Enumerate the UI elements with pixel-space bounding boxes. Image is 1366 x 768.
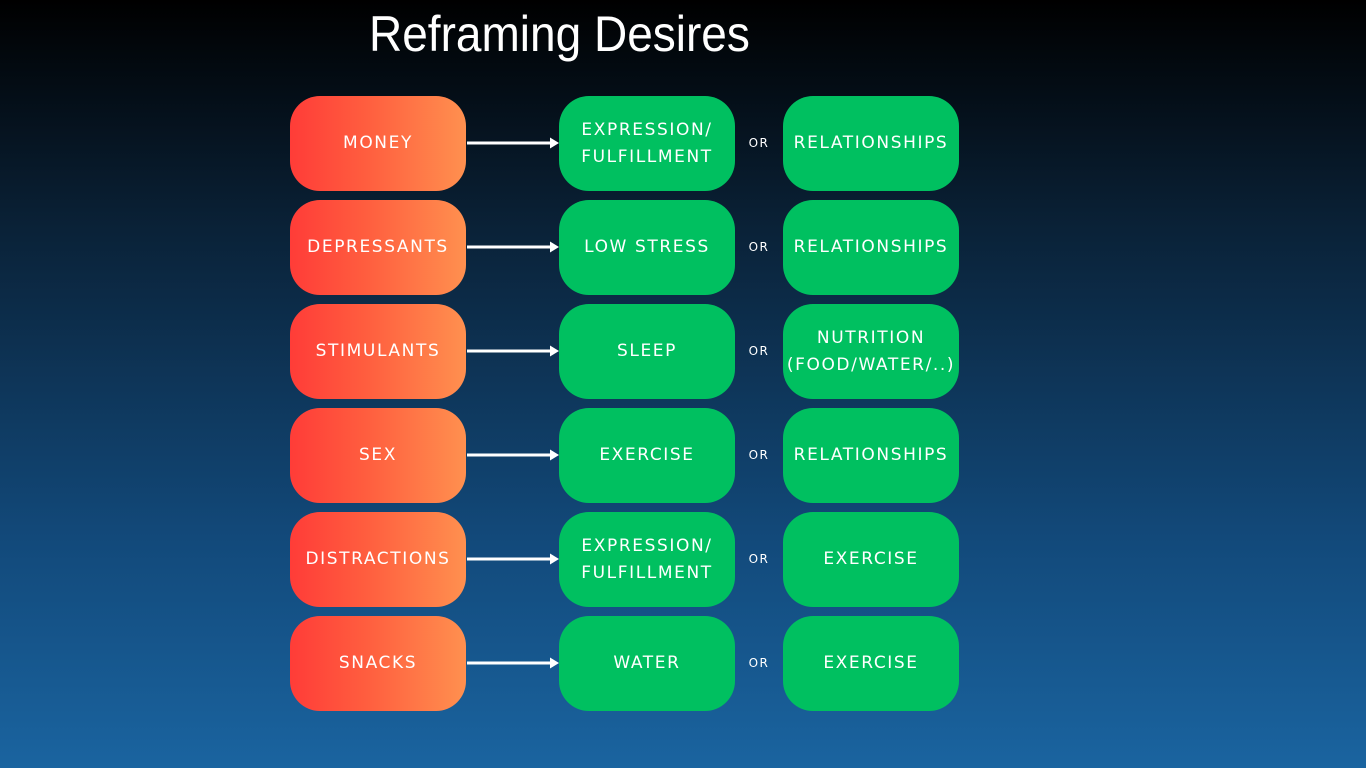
desire-rows: MONEY EXPRESSION/ FULFILLMENT OR RELATIO… (290, 96, 960, 720)
alternative-pill: EXERCISE (783, 616, 959, 711)
alternative-pill: NUTRITION (FOOD/WATER/..) (783, 304, 959, 399)
or-label: OR (748, 552, 770, 566)
replacement-pill: EXPRESSION/ FULFILLMENT (559, 512, 735, 607)
or-label: OR (748, 656, 770, 670)
desire-row: MONEY EXPRESSION/ FULFILLMENT OR RELATIO… (290, 96, 960, 191)
alternative-pill: RELATIONSHIPS (783, 96, 959, 191)
replacement-pill: EXPRESSION/ FULFILLMENT (559, 96, 735, 191)
replacement-pill: SLEEP (559, 304, 735, 399)
desire-pill: DISTRACTIONS (290, 512, 466, 607)
desire-pill: MONEY (290, 96, 466, 191)
arrow-icon (467, 345, 559, 357)
arrow-icon (467, 137, 559, 149)
page-title: Reframing Desires (369, 6, 750, 62)
desire-pill: STIMULANTS (290, 304, 466, 399)
replacement-pill: EXERCISE (559, 408, 735, 503)
desire-pill: SEX (290, 408, 466, 503)
arrow-icon (467, 553, 559, 565)
desire-pill: SNACKS (290, 616, 466, 711)
or-label: OR (748, 448, 770, 462)
arrow-icon (467, 241, 559, 253)
desire-row: STIMULANTS SLEEP OR NUTRITION (FOOD/WATE… (290, 304, 960, 399)
desire-row: SNACKS WATER OR EXERCISE (290, 616, 960, 711)
alternative-pill: RELATIONSHIPS (783, 408, 959, 503)
desire-row: DISTRACTIONS EXPRESSION/ FULFILLMENT OR … (290, 512, 960, 607)
arrow-icon (467, 657, 559, 669)
desire-row: DEPRESSANTS LOW STRESS OR RELATIONSHIPS (290, 200, 960, 295)
arrow-icon (467, 449, 559, 461)
alternative-pill: RELATIONSHIPS (783, 200, 959, 295)
replacement-pill: WATER (559, 616, 735, 711)
or-label: OR (748, 240, 770, 254)
or-label: OR (748, 136, 770, 150)
alternative-pill: EXERCISE (783, 512, 959, 607)
desire-pill: DEPRESSANTS (290, 200, 466, 295)
or-label: OR (748, 344, 770, 358)
desire-row: SEX EXERCISE OR RELATIONSHIPS (290, 408, 960, 503)
replacement-pill: LOW STRESS (559, 200, 735, 295)
